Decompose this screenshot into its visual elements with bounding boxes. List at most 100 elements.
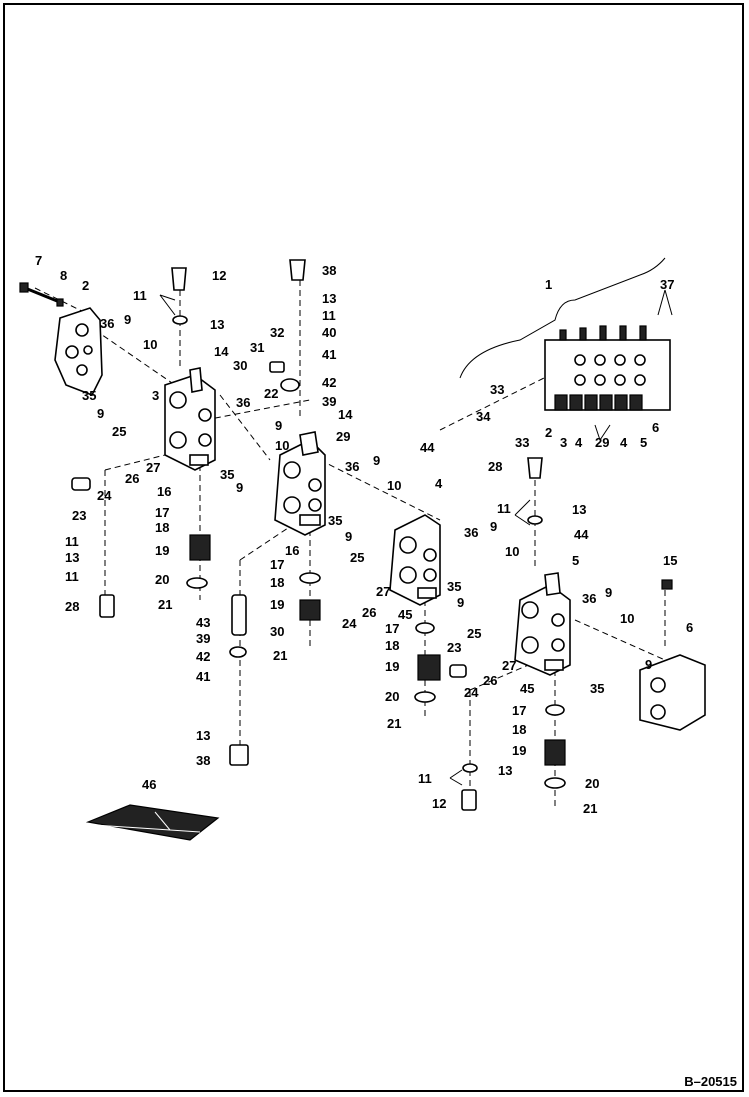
callout-c27b: 27 xyxy=(376,584,390,599)
callout-c35c: 35 xyxy=(328,513,342,528)
valve-section-a xyxy=(164,367,216,471)
callout-c21a: 21 xyxy=(158,597,172,612)
callout-c6b: 6 xyxy=(686,620,693,635)
callout-c21d: 21 xyxy=(583,801,597,816)
callout-c3b: 3 xyxy=(560,435,567,450)
callout-c36e: 36 xyxy=(582,591,596,606)
callout-c40: 40 xyxy=(322,325,336,340)
callout-c44b: 44 xyxy=(574,527,589,542)
callout-c20a: 20 xyxy=(155,572,169,587)
callout-c10c: 10 xyxy=(387,478,401,493)
callout-c45b: 45 xyxy=(520,681,534,696)
callout-c28a: 28 xyxy=(65,599,79,614)
callout-c19b: 19 xyxy=(270,597,284,612)
valve-section-d xyxy=(514,572,571,676)
callout-c13f: 13 xyxy=(498,763,512,778)
callout-c11c: 11 xyxy=(65,534,79,549)
callout-c20b: 20 xyxy=(385,689,399,704)
callout-c12b: 12 xyxy=(432,796,446,811)
callout-c39a: 39 xyxy=(322,394,336,409)
callout-c17c: 17 xyxy=(385,621,399,636)
callout-c2a: 2 xyxy=(82,278,89,293)
callout-c27c: 27 xyxy=(502,658,516,673)
callout-c19d: 19 xyxy=(512,743,526,758)
callout-c33b: 33 xyxy=(515,435,529,450)
callout-c45a: 45 xyxy=(398,607,412,622)
callout-c30b: 30 xyxy=(270,624,284,639)
callout-c24c: 24 xyxy=(464,685,479,700)
callout-c4c: 4 xyxy=(435,476,443,491)
callout-c16a: 16 xyxy=(157,484,171,499)
callout-c15: 15 xyxy=(663,553,677,568)
callout-c11b: 11 xyxy=(322,308,336,323)
callout-c12a: 12 xyxy=(212,268,226,283)
callout-c18b: 18 xyxy=(270,575,284,590)
callout-c32: 32 xyxy=(270,325,284,340)
callout-c9j: 9 xyxy=(645,657,652,672)
valve-section-c xyxy=(389,514,441,606)
callout-c33a: 33 xyxy=(490,382,504,397)
callout-c8: 8 xyxy=(60,268,67,283)
callout-c27a: 27 xyxy=(146,460,160,475)
callout-c21b: 21 xyxy=(273,648,287,663)
callout-c13e: 13 xyxy=(572,502,586,517)
callout-c13b: 13 xyxy=(322,291,336,306)
callout-c9b: 9 xyxy=(97,406,104,421)
callout-c19a: 19 xyxy=(155,543,169,558)
callout-c19c: 19 xyxy=(385,659,399,674)
callout-c14b: 14 xyxy=(338,407,353,422)
callout-c6a: 6 xyxy=(652,420,659,435)
callout-c18c: 18 xyxy=(385,638,399,653)
end-cap-6 xyxy=(639,579,706,731)
callout-c29b: 29 xyxy=(595,435,609,450)
callout-c36a: 36 xyxy=(100,316,114,331)
callout-c26c: 26 xyxy=(483,673,497,688)
callout-c17d: 17 xyxy=(512,703,526,718)
callout-c38a: 38 xyxy=(322,263,336,278)
callout-c26a: 26 xyxy=(125,471,139,486)
callout-c4a: 4 xyxy=(575,435,583,450)
callout-c23a: 23 xyxy=(72,508,86,523)
callout-c39b: 39 xyxy=(196,631,210,646)
callout-c9c: 9 xyxy=(275,418,282,433)
callout-c9h: 9 xyxy=(457,595,464,610)
callout-c11e: 11 xyxy=(497,501,511,516)
callout-c44a: 44 xyxy=(420,440,435,455)
valve-section-b xyxy=(274,431,326,536)
end-plate-2 xyxy=(19,282,103,397)
callout-c17b: 17 xyxy=(270,557,284,572)
callout-c10d: 10 xyxy=(505,544,519,559)
springs-and-seals xyxy=(71,259,566,811)
callout-c46: 46 xyxy=(142,777,156,792)
callout-c9g: 9 xyxy=(490,519,497,534)
diagram-border xyxy=(3,3,744,1092)
callout-c9i: 9 xyxy=(605,585,612,600)
callout-c35d: 35 xyxy=(447,579,461,594)
callout-c9e: 9 xyxy=(373,453,380,468)
callout-c16b: 16 xyxy=(285,543,299,558)
callout-c11a: 11 xyxy=(133,288,147,303)
callout-c10b: 10 xyxy=(275,438,289,453)
callout-c5b: 5 xyxy=(572,553,579,568)
callout-c28b: 28 xyxy=(488,459,502,474)
callout-c18d: 18 xyxy=(512,722,526,737)
callout-c42b: 42 xyxy=(196,649,210,664)
callout-c1: 1 xyxy=(545,277,552,292)
callout-c14a: 14 xyxy=(214,344,229,359)
callout-c22: 22 xyxy=(264,386,278,401)
callout-c13d: 13 xyxy=(196,728,210,743)
callout-c21c: 21 xyxy=(387,716,401,731)
callout-c23b: 23 xyxy=(447,640,461,655)
leader-lines xyxy=(159,289,673,786)
decal-46 xyxy=(85,804,220,841)
callout-c42a: 42 xyxy=(322,375,336,390)
callout-c26b: 26 xyxy=(362,605,376,620)
callout-c2b: 2 xyxy=(545,425,552,440)
assembled-valve-1 xyxy=(459,257,671,411)
callout-c9a: 9 xyxy=(124,312,131,327)
callout-c17a: 17 xyxy=(155,505,169,520)
callout-c20c: 20 xyxy=(585,776,599,791)
callout-c30a: 30 xyxy=(233,358,247,373)
callout-c4b: 4 xyxy=(620,435,628,450)
drawing-id-label: B–20515 xyxy=(684,1074,737,1089)
